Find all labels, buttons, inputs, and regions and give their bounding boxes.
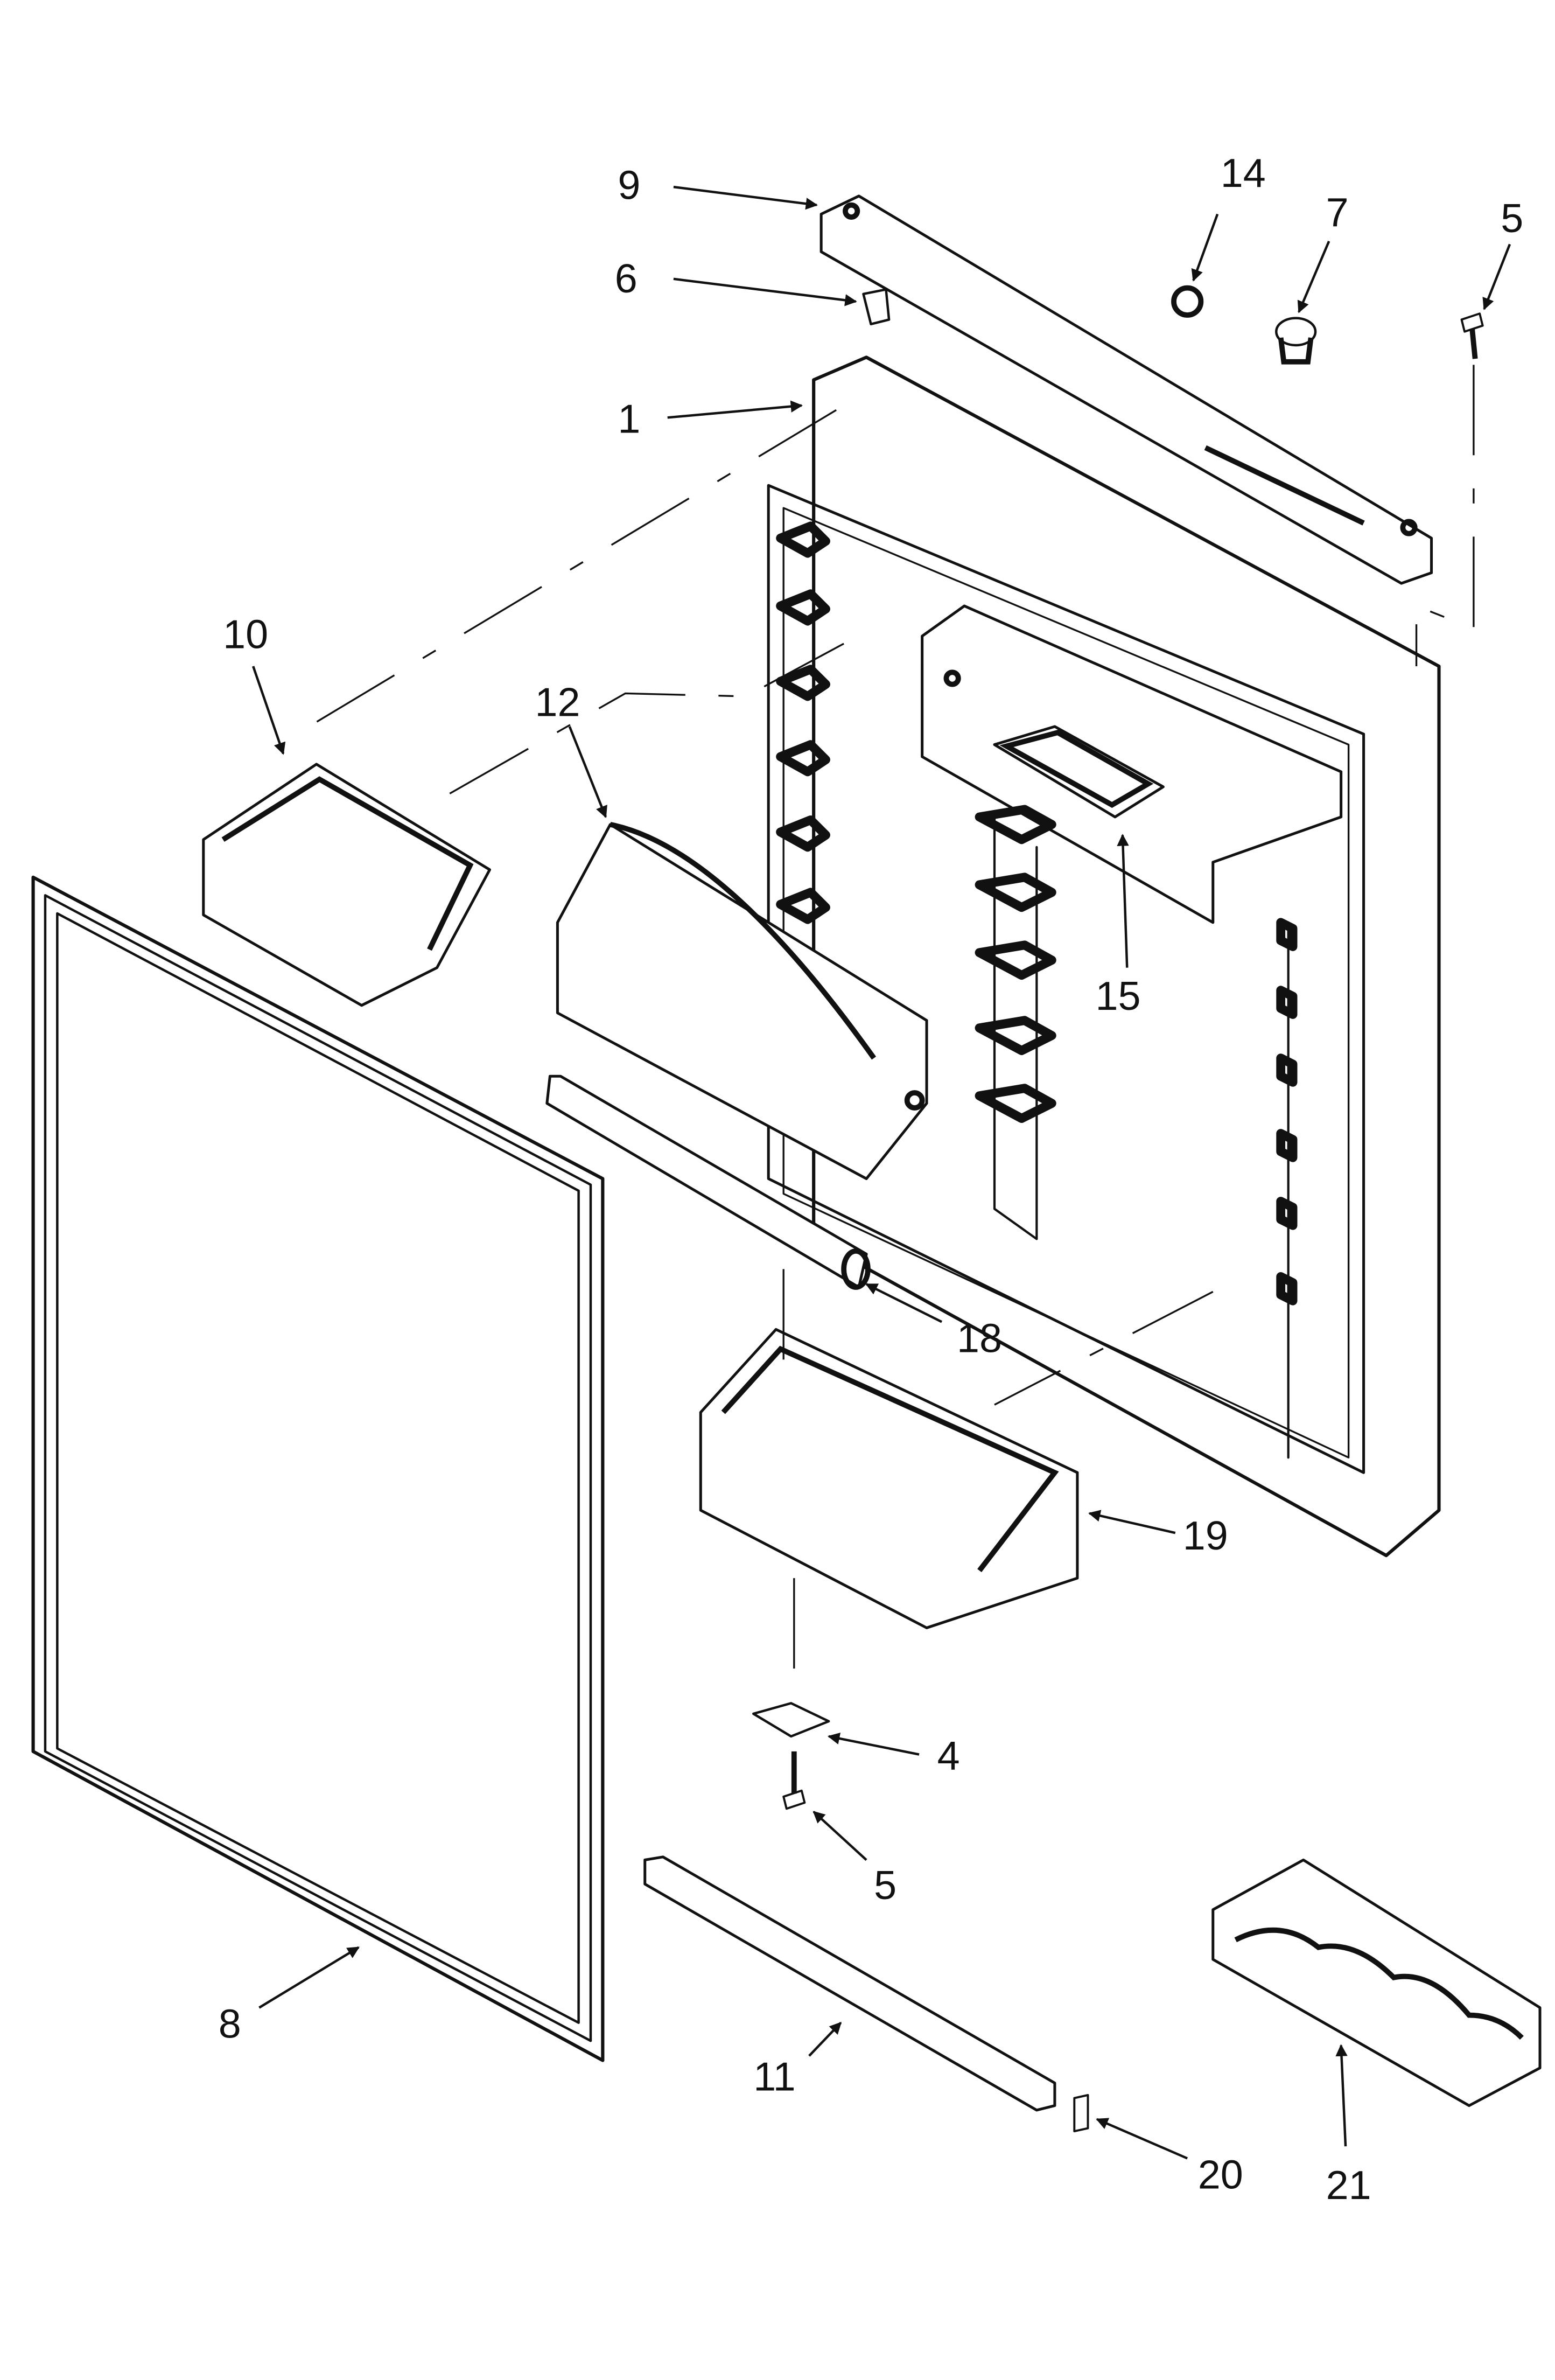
lower-door-bin-part [699,1328,1079,1629]
seal-strip-part [545,1074,871,1290]
button-plug-part [1275,317,1317,365]
callout-21: 21 [1326,2163,1371,2208]
callout-15: 15 [1095,974,1140,1019]
callout-5-top: 5 [1501,196,1523,241]
plug-part [862,288,891,326]
callout-18: 18 [957,1316,1002,1361]
callout-10: 10 [223,612,268,657]
callout-1: 1 [618,396,640,442]
callout-19: 19 [1183,1513,1228,1559]
door-top-trim-part [819,194,1433,585]
callout-8: 8 [219,2002,241,2047]
small-tray-part [993,725,1165,819]
leader-arrows [252,185,1511,2160]
dairy-door-part [556,822,928,1181]
callout-9: 9 [618,163,640,208]
screw-top-part [1460,312,1484,359]
callout-7: 7 [1326,190,1349,235]
callout-11: 11 [753,2055,795,2100]
callout-12: 12 [535,680,580,725]
clip-part [1171,285,1204,318]
callout-labels: 9 14 7 5 6 1 10 12 15 18 19 4 5 8 11 20 … [219,151,1523,2208]
screw-bottom-part [782,1751,806,1810]
callout-6: 6 [615,256,638,302]
door-gasket-part [31,875,605,2062]
door-liner-part [767,355,1441,1558]
assembly-lines [308,365,1475,1699]
callout-20: 20 [1198,2152,1243,2197]
bottom-trim-part [643,1855,1056,2112]
callout-4: 4 [937,1734,960,1779]
callout-5-bottom: 5 [874,1863,896,1908]
end-cap-part [1073,2094,1089,2133]
egg-tray-part [1211,1858,1542,2107]
upper-door-bin-part [202,763,492,1007]
hinge-bracket-part [752,1702,830,1738]
callout-14: 14 [1221,151,1266,196]
